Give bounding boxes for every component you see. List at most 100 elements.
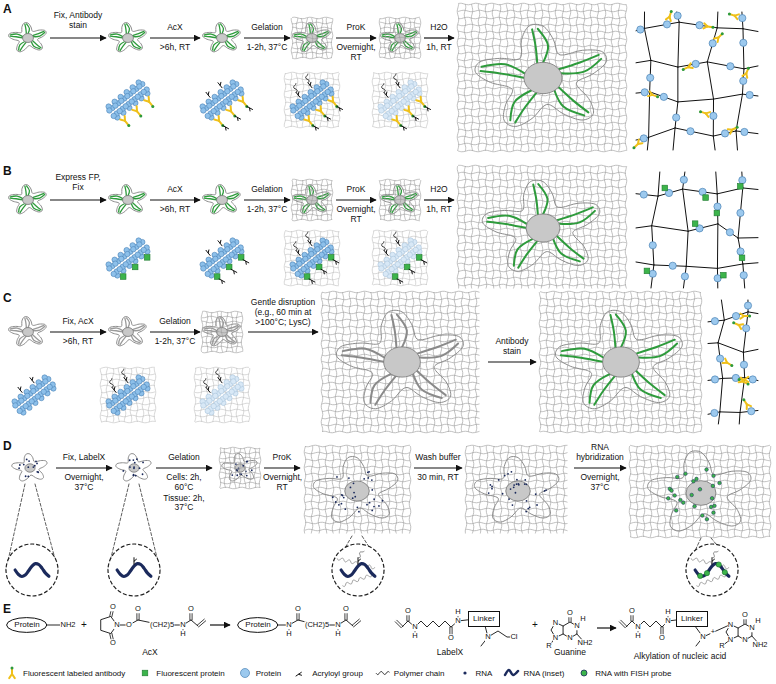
polymer-chain: [110, 378, 114, 387]
plus-sign: +: [81, 620, 87, 630]
acryloyl-group: [206, 92, 208, 95]
atom-label: O: [629, 607, 636, 615]
tubulin: [205, 271, 210, 276]
rna-dot: [498, 479, 500, 481]
step-label: Gelation: [159, 317, 191, 327]
gel-mesh: [292, 204, 332, 206]
filament: [119, 41, 125, 50]
condition-label: Cells: 2h, 60°C: [157, 473, 211, 493]
rna-dot: [371, 489, 373, 491]
fish-dot: [712, 511, 716, 515]
cell: [203, 23, 241, 52]
gel-mesh: [220, 462, 260, 464]
gel-mesh: [322, 431, 480, 433]
gel-mesh: [380, 219, 420, 221]
expanded-gel: [539, 291, 702, 433]
gel-mesh: [458, 200, 626, 202]
fluorescent-protein: [692, 221, 698, 227]
filament: [294, 34, 306, 37]
gel-mesh: [540, 291, 701, 293]
filament: [225, 41, 234, 48]
rna-dot: [236, 470, 238, 472]
acryloyl-group: [235, 116, 238, 121]
atom-label: (CH2)5: [304, 621, 329, 629]
gel-mesh: [372, 230, 428, 286]
step-label: Fix, Antibody stain: [50, 11, 106, 31]
protein: [743, 325, 750, 332]
compound-name: LabelX: [437, 648, 463, 658]
gel-mesh: [219, 448, 221, 488]
tubulin: [290, 238, 334, 278]
atom-label: R: [546, 642, 552, 650]
legend-item: Protein: [237, 666, 281, 680]
antibody: [736, 126, 739, 129]
gel-mesh: [465, 445, 567, 533]
atom-label: N: [552, 619, 558, 627]
tubulin: [379, 266, 384, 271]
microtubule-zoom: [12, 375, 56, 415]
antibody: [11, 667, 14, 670]
acryloyl-group: [231, 269, 234, 274]
atom-label: Cl: [510, 633, 518, 641]
gel-mesh: [373, 284, 427, 286]
nucleus: [524, 62, 562, 93]
rna-dot: [122, 470, 124, 472]
gel-mesh: [539, 292, 541, 432]
protein: [669, 262, 676, 269]
gel-mesh: [305, 452, 410, 454]
gel-mesh: [220, 452, 260, 454]
gel-mesh: [471, 4, 473, 151]
atom-label: O: [405, 607, 412, 615]
antibody: [632, 146, 635, 149]
fish-dot: [675, 475, 679, 479]
rna-dot: [518, 483, 520, 485]
polymer-chain: [382, 83, 386, 92]
gel-mesh: [254, 448, 256, 488]
acryloyl-group: [30, 378, 32, 381]
gel-mesh: [373, 236, 427, 238]
gel-mesh: [540, 396, 701, 398]
gel-mesh: [381, 446, 383, 534]
gel-mesh: [458, 101, 626, 103]
filament: [397, 24, 398, 34]
cell: [109, 317, 147, 346]
gel-mesh: [380, 209, 420, 211]
tubulin: [219, 93, 224, 98]
gel-mesh: [454, 292, 456, 432]
nucleus: [217, 196, 228, 205]
tubulin: [35, 394, 40, 399]
gel-mesh: [630, 445, 770, 447]
tubulin: [378, 238, 422, 278]
tubulin: [123, 262, 128, 267]
tubulin: [106, 80, 150, 120]
protein-ellipse: Protein: [237, 617, 278, 633]
cell: [336, 310, 463, 408]
gel-mesh: [472, 446, 474, 534]
atom-label: N: [635, 623, 641, 631]
gel-mesh: [458, 115, 626, 117]
gel-mesh: [590, 4, 592, 151]
gel-mesh: [373, 72, 427, 74]
acryloyl-group: [358, 558, 359, 562]
gel-mesh: [321, 18, 323, 58]
gel-mesh: [499, 4, 501, 151]
tubulin: [131, 247, 136, 252]
cell: [9, 23, 47, 52]
gel-mesh: [220, 447, 260, 449]
rna-dot: [336, 476, 338, 478]
polymer-chain: [717, 264, 742, 268]
gel-mesh: [576, 4, 578, 151]
polymer-chain: [686, 266, 717, 268]
polymer-chain: [382, 241, 386, 250]
legend-symbol: [457, 666, 473, 680]
tubulin: [397, 93, 402, 98]
filament: [562, 348, 604, 357]
gel-mesh: [625, 166, 627, 289]
gel-mesh: [447, 292, 449, 432]
condition-label: Overnight, 37°C: [573, 473, 627, 493]
gel-mesh: [378, 73, 380, 127]
tubulin: [111, 408, 116, 413]
panel-letter: A: [3, 3, 12, 17]
cell: [482, 180, 600, 271]
protein: [744, 302, 751, 309]
